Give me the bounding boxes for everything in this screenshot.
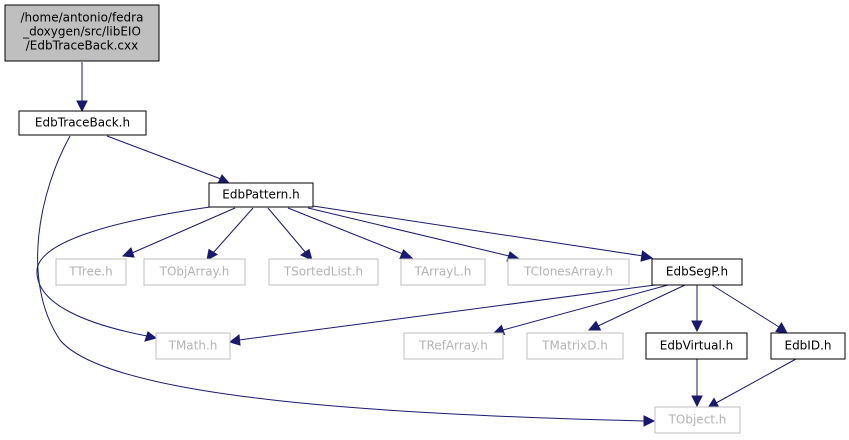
node-tmatrixd-h[interactable]: TMatrixD.h [526, 332, 624, 360]
node-edbvirtual-h[interactable]: EdbVirtual.h [645, 332, 748, 360]
node-edbtraceback-h[interactable]: EdbTraceBack.h [18, 110, 147, 136]
edge-edbsegp-to-tmath [228, 284, 656, 346]
node-label: TRefArray.h [418, 339, 488, 353]
edge-edbpattern-to-edbsegp [312, 205, 654, 262]
node-edbpattern-h[interactable]: EdbPattern.h [208, 182, 314, 208]
edge-edbtraceback-to-edbpattern [106, 135, 229, 185]
edge-edbid-to-tobject [707, 358, 797, 409]
edge-edbsegp-to-trefarray [492, 284, 669, 336]
node-label: TMatrixD.h [541, 339, 608, 353]
node-label: TObjArray.h [159, 265, 230, 279]
node-tclonesarray-h[interactable]: TClonesArray.h [507, 258, 630, 286]
edge-edbsegp-to-tmatrixd [587, 284, 686, 331]
node-label: TArrayL.h [414, 265, 472, 279]
root-file-line-2: _doxygen/src/libEIO [22, 25, 141, 39]
node-label: EdbPattern.h [222, 188, 299, 202]
node-ttree-h[interactable]: TTree.h [55, 258, 127, 286]
node-label: TObject.h [668, 413, 727, 427]
edge-edbpattern-to-tmath [36, 206, 211, 342]
node-label: TSortedList.h [283, 265, 363, 279]
node-edbsegp-h[interactable]: EdbSegP.h [651, 258, 743, 286]
node-label: TClonesArray.h [523, 265, 613, 279]
edge-edbpattern-to-tarrayl [287, 207, 414, 260]
node-root-file[interactable]: /home/antonio/fedra _doxygen/src/libEIO … [4, 4, 160, 62]
node-tarrayl-h[interactable]: TArrayL.h [400, 258, 486, 286]
node-tmath-h[interactable]: TMath.h [155, 332, 231, 360]
edge-edbpattern-to-tsortedlist [267, 207, 313, 261]
node-tsortedlist-h[interactable]: TSortedList.h [268, 258, 379, 286]
edge-edbtraceback-to-tobject [37, 135, 656, 427]
node-label: TMath.h [168, 339, 218, 353]
node-tobject-h[interactable]: TObject.h [654, 406, 741, 434]
node-label: EdbSegP.h [666, 265, 728, 279]
node-label: EdbTraceBack.h [35, 116, 130, 130]
node-label: EdbVirtual.h [660, 339, 733, 353]
edge-edbsegp-to-edbvirtual [691, 285, 703, 333]
edge-edbvirtual-to-tobject [691, 359, 703, 408]
node-label: EdbID.h [784, 339, 831, 353]
edge-edbpattern-to-tclonesarray [307, 207, 521, 262]
root-file-line-1: /home/antonio/fedra [21, 11, 144, 25]
node-edbid-h[interactable]: EdbID.h [770, 332, 846, 360]
node-trefarray-h[interactable]: TRefArray.h [403, 332, 504, 360]
node-label: TTree.h [68, 265, 113, 279]
root-file-line-3: /EdbTraceBack.cxx [26, 39, 138, 53]
edge-edbpattern-to-ttree [121, 207, 236, 258]
edge-root-to-edbtraceback [76, 62, 88, 113]
node-tobjarray-h[interactable]: TObjArray.h [143, 258, 246, 286]
edge-edbpattern-to-tobjarray [206, 207, 254, 261]
edge-edbsegp-to-edbid [711, 284, 788, 334]
